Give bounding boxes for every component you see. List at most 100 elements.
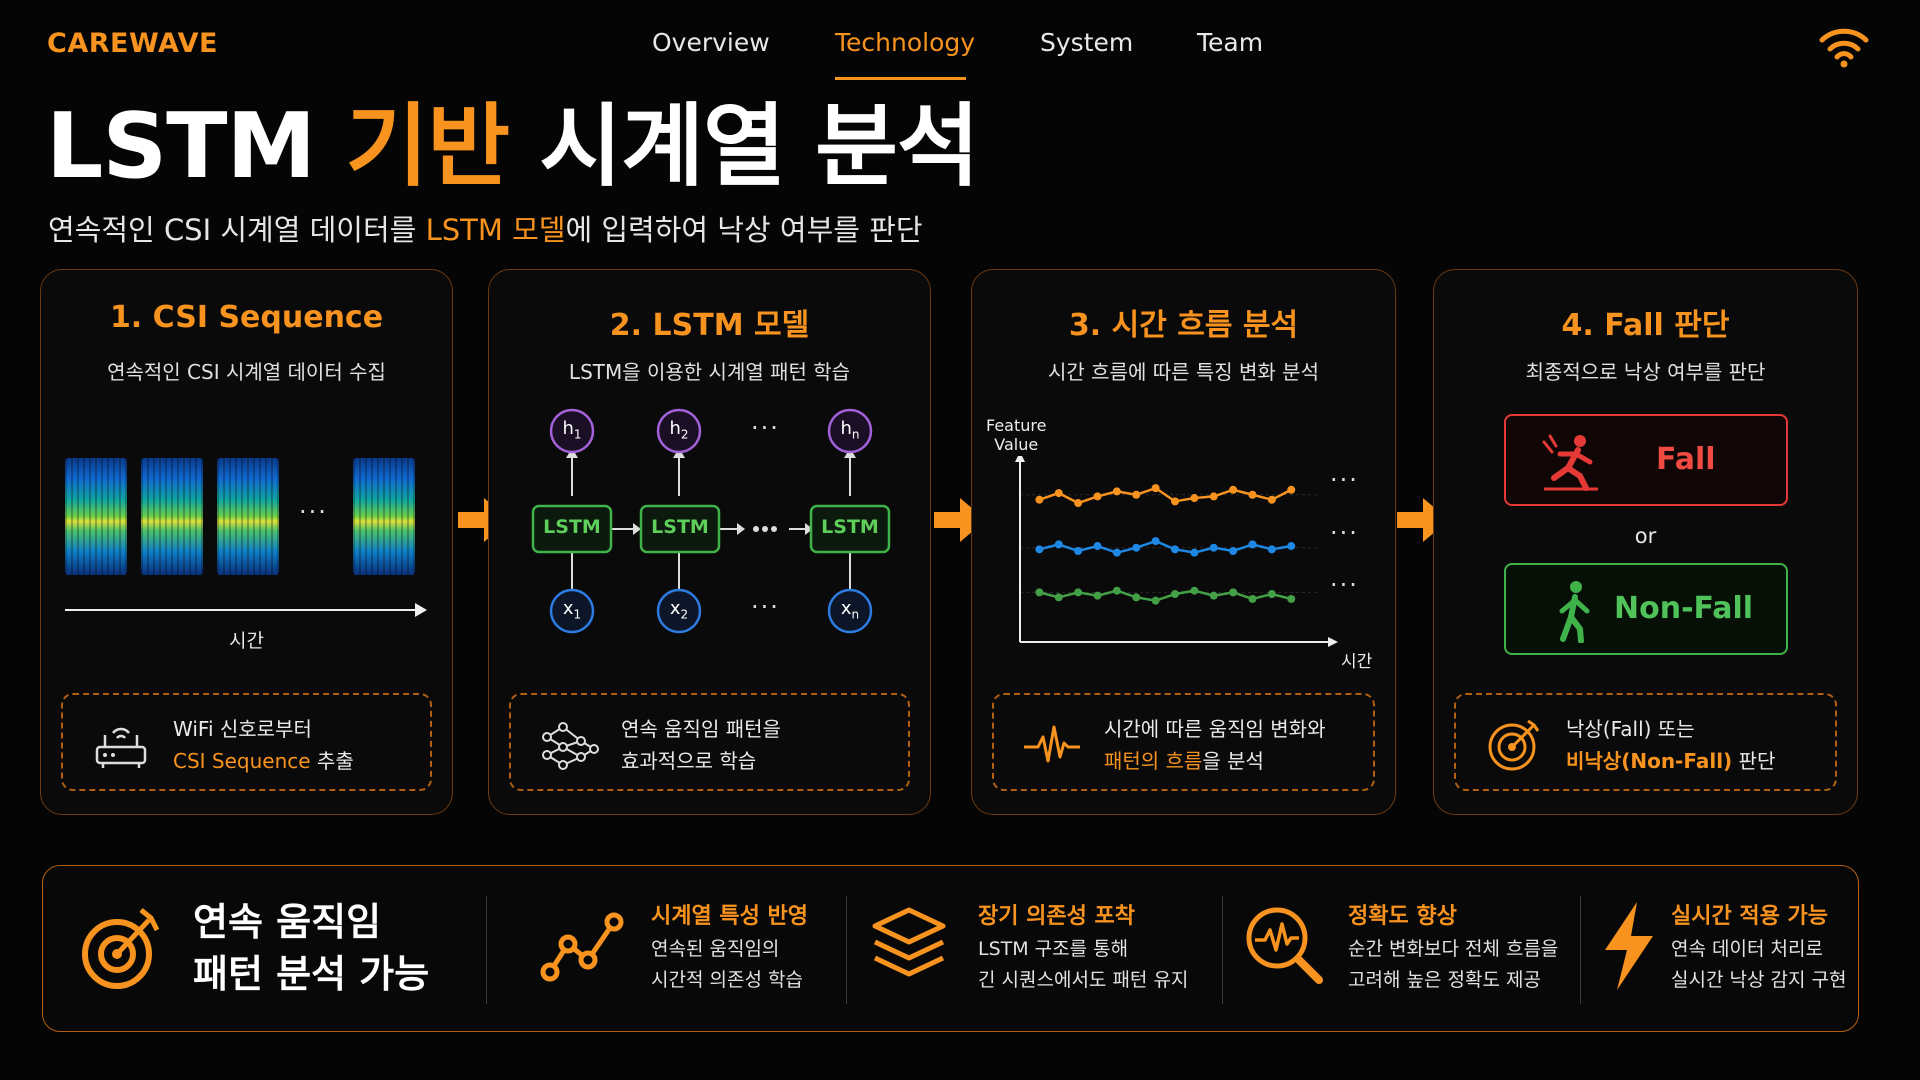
input-node: x1 xyxy=(562,598,582,622)
data-point xyxy=(1093,492,1102,501)
lightning-icon xyxy=(1605,902,1653,990)
data-point xyxy=(1035,588,1044,597)
data-point xyxy=(1248,540,1257,549)
data-point xyxy=(1190,586,1199,595)
feature-title: 시계열 특성 반영 xyxy=(651,904,808,929)
hidden-state-node: hn xyxy=(840,418,860,442)
data-point xyxy=(1132,543,1141,552)
data-point xyxy=(1267,495,1276,504)
data-point xyxy=(1267,545,1276,554)
data-point xyxy=(1074,499,1083,508)
nonfall-result-box: Non-Fall xyxy=(1504,563,1788,655)
feature-title: 장기 의존성 포착 xyxy=(978,904,1135,929)
nav-team[interactable]: Team xyxy=(1197,28,1264,57)
data-point xyxy=(1267,590,1276,599)
wifi-icon xyxy=(1819,28,1869,68)
data-point xyxy=(1190,548,1199,557)
data-point xyxy=(1151,484,1160,493)
sequence-ellipsis: ··· xyxy=(751,593,780,621)
step-title: 2. LSTM 모델 xyxy=(609,308,810,343)
data-point xyxy=(1054,489,1063,498)
nav-technology[interactable]: Technology xyxy=(835,28,976,57)
data-point xyxy=(1229,547,1238,555)
data-point xyxy=(1171,497,1179,506)
data-point xyxy=(1209,492,1218,501)
time-axis-label: 시간 xyxy=(229,630,264,652)
page-subtitle: 연속적인 CSI 시계열 데이터를 LSTM 모델에 입력하여 낙상 여부를 판… xyxy=(48,213,923,247)
input-node: x2 xyxy=(669,598,689,622)
nonfall-label: Non-Fall xyxy=(1614,591,1754,626)
hidden-state-node: h1 xyxy=(562,418,582,442)
data-point xyxy=(1132,593,1141,602)
data-point xyxy=(1229,588,1238,597)
falling-person-icon xyxy=(1542,434,1598,491)
feature-title: 실시간 적용 가능 xyxy=(1671,904,1828,929)
divider xyxy=(1222,896,1223,1004)
spectrogram-frame xyxy=(141,458,203,575)
nav-overview[interactable]: Overview xyxy=(652,28,770,57)
divider xyxy=(486,896,487,1004)
spectrogram-frame xyxy=(353,458,415,575)
step-summary-box: 연속 움직임 패턴을 효과적으로 학습 xyxy=(509,693,910,791)
lstm-cell: LSTM xyxy=(543,516,601,538)
hidden-state-node: h2 xyxy=(669,418,689,442)
step-card-csi-sequence: 1. CSI Sequence 연속적인 CSI 시계열 데이터 수집 ··· … xyxy=(40,269,453,815)
step-card-fall-decision: 4. Fall 판단 최종적으로 낙상 여부를 판단 Fall or Non-F… xyxy=(1433,269,1858,815)
data-point xyxy=(1248,594,1257,603)
data-point xyxy=(1074,588,1083,597)
sequence-ellipsis: ··· xyxy=(299,498,328,526)
step-card-lstm-model: 2. LSTM 모델 LSTM을 이용한 시계열 패턴 학습 LSTM LSTM… xyxy=(488,269,931,815)
chart-x-axis-label: 시간 xyxy=(1341,652,1373,672)
data-point xyxy=(1112,586,1121,595)
spectrogram-frame xyxy=(65,458,127,575)
data-point xyxy=(1171,590,1179,599)
step-subtitle: 연속적인 CSI 시계열 데이터 수집 xyxy=(107,360,386,384)
step-title: 4. Fall 판단 xyxy=(1561,308,1730,343)
data-point xyxy=(1035,495,1044,504)
step-title: 3. 시간 흐름 분석 xyxy=(1068,308,1299,343)
data-point xyxy=(1151,596,1160,605)
data-point xyxy=(1209,543,1218,552)
input-node: xn xyxy=(840,598,860,622)
y-axis-arrowhead xyxy=(1015,456,1025,462)
trend-line-icon xyxy=(540,912,624,982)
data-point xyxy=(1287,542,1296,551)
nav-system[interactable]: System xyxy=(1040,28,1134,57)
data-point xyxy=(1287,485,1296,494)
step-subtitle: 시간 흐름에 따른 특징 변화 분석 xyxy=(1048,360,1319,384)
x-axis-arrowhead xyxy=(1328,637,1338,647)
magnifier-pulse-icon xyxy=(1246,907,1323,984)
waveform-icon xyxy=(1024,725,1080,763)
data-point xyxy=(1190,494,1199,503)
divider xyxy=(1580,896,1581,1004)
step-subtitle: 최종적으로 낙상 여부를 판단 xyxy=(1525,360,1766,384)
step-summary-box: 낙상(Fall) 또는 비낙상(Non-Fall) 판단 xyxy=(1454,693,1837,791)
divider xyxy=(846,896,847,1004)
step-subtitle: LSTM을 이용한 시계열 패턴 학습 xyxy=(568,360,851,384)
lstm-diagram xyxy=(531,408,891,634)
layers-icon xyxy=(872,907,946,977)
target-icon xyxy=(1488,719,1540,771)
sequence-ellipsis: ··· xyxy=(751,414,780,442)
time-axis xyxy=(65,603,427,617)
data-point xyxy=(1112,487,1121,496)
fall-label: Fall xyxy=(1656,442,1716,477)
banner-title: 연속 움직임 패턴 분석 가능 xyxy=(193,900,430,996)
or-label: or xyxy=(1634,524,1657,548)
router-icon xyxy=(95,727,147,768)
data-point xyxy=(1112,548,1121,557)
data-point xyxy=(1229,485,1238,494)
data-point xyxy=(1093,542,1102,551)
data-point xyxy=(1132,490,1141,499)
step-title: 1. CSI Sequence xyxy=(109,300,384,335)
step-summary-box: WiFi 신호로부터 CSI Sequence 추출 xyxy=(61,693,432,791)
step-summary-text: WiFi 신호로부터 CSI Sequence 추출 xyxy=(173,717,354,773)
data-point xyxy=(1054,540,1063,549)
logo[interactable]: CAREWAVE xyxy=(47,28,218,59)
